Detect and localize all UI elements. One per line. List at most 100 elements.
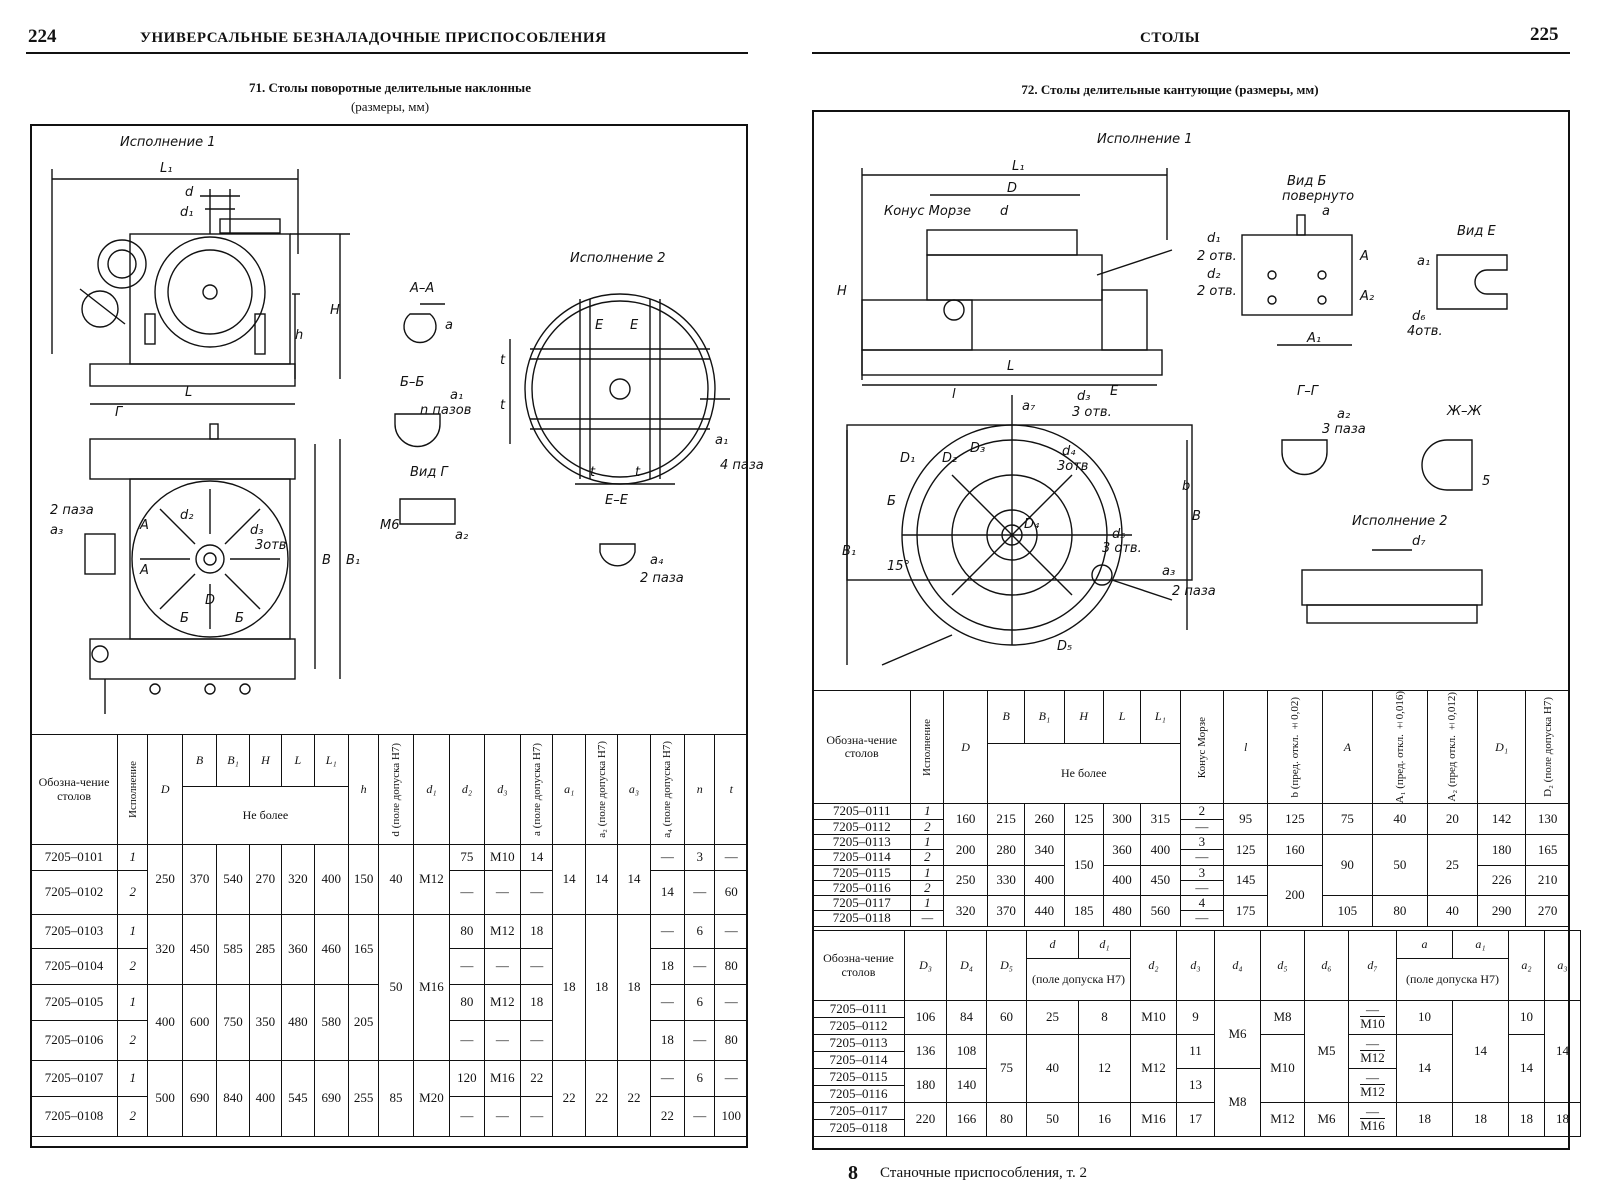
table-row-name: 7205–0112 <box>811 818 912 835</box>
cell-a: 18 <box>1396 1102 1453 1137</box>
right-drawing: Исполнение 1 L₁ D Конус Морзе d H L Вид … <box>837 132 1508 666</box>
label-r-L1: L₁ <box>1012 159 1024 174</box>
cell-a2: 10 <box>1508 1000 1545 1035</box>
table-row-name: 7205–0117 <box>812 1102 905 1120</box>
cell-L1: 460 <box>313 914 349 985</box>
label-r-B: B <box>1192 509 1201 524</box>
table-row-name: 7205–0116 <box>811 879 912 897</box>
label-r-sec-zz: Ж–Ж <box>1446 404 1483 419</box>
cell-t: 80 <box>714 948 748 985</box>
th-r2-d3: d₃ <box>1176 930 1215 1001</box>
label-r-l: l <box>952 387 956 402</box>
cell-b: 200 <box>1267 864 1323 927</box>
cell-var: 1 <box>117 914 149 949</box>
cell-B1: 840 <box>216 1060 250 1137</box>
left-header-rule <box>26 52 748 54</box>
cell-d3: M10 <box>483 844 522 871</box>
cell-t: — <box>714 844 748 871</box>
th-r2-d7: d₇ <box>1348 930 1397 1001</box>
label-r-D4: D₄ <box>1024 517 1040 532</box>
cell-a1: 18 <box>552 914 586 1061</box>
cell-D2: 165 <box>1525 833 1570 866</box>
left-running-head: УНИВЕРСАЛЬНЫЕ БЕЗНАЛАДОЧНЫЕ ПРИСПОСОБЛЕН… <box>140 30 607 46</box>
cell-D5: 60 <box>986 1000 1027 1035</box>
th-r-b: b (пред. откл. ±0,02) <box>1288 696 1301 798</box>
table-row-name: 7205–0118 <box>811 910 912 927</box>
th-r-l: l <box>1223 689 1269 805</box>
cell-d1: 16 <box>1078 1102 1131 1137</box>
cell-l: 95 <box>1223 803 1269 835</box>
cell-L: 320 <box>281 844 315 915</box>
cell-n: 6 <box>684 1060 716 1097</box>
label-L1: L₁ <box>160 161 172 176</box>
table-row-name: 7205–0103 <box>29 914 119 949</box>
d7-val: M12 <box>1360 1084 1385 1100</box>
th-r2-D4: D₄ <box>946 930 987 1001</box>
th-r-A1: A₁ (пред. откл. ±0,016) <box>1393 691 1406 804</box>
label-M6: M6 <box>380 518 400 533</box>
cell-A2: 20 <box>1426 803 1479 835</box>
cell-H: 350 <box>248 984 283 1061</box>
d7-val: M12 <box>1360 1050 1385 1066</box>
cell-n: 3 <box>684 844 716 871</box>
label-B1: B₁ <box>346 553 360 568</box>
label-variant1: Исполнение 1 <box>120 135 215 150</box>
label-t4: t <box>635 465 641 480</box>
cell-var: 1 <box>910 833 945 851</box>
table-row-name: 7205–0106 <box>29 1020 119 1061</box>
cell-a: — <box>520 1020 554 1061</box>
th-r-not-more: Не более <box>987 742 1181 805</box>
th-t: t <box>714 734 748 845</box>
cell-B: 370 <box>987 895 1026 927</box>
cell-d5: M12 <box>1260 1102 1305 1137</box>
table-row-name: 7205–0102 <box>29 870 119 915</box>
label-r-a: a <box>1322 204 1330 219</box>
cell-a3: 22 <box>617 1060 651 1137</box>
label-r-D2: D₂ <box>942 451 957 466</box>
cell-d2: M10 <box>1130 1000 1177 1035</box>
th-not-more: Не более <box>181 786 349 845</box>
cell-L: 400 <box>1102 864 1142 897</box>
label-B-sec2: Б <box>235 611 244 626</box>
table-row-name: 7205–0115 <box>812 1068 905 1086</box>
label-G: Г <box>115 405 124 420</box>
cell-d2: — <box>449 1096 485 1137</box>
label-r-three-holes: 3 отв. <box>1072 405 1112 420</box>
cell-a: 18 <box>520 984 554 1021</box>
table-row-name: 7205–0113 <box>811 833 912 851</box>
th-r2-a: a <box>1396 930 1453 959</box>
label-B: B <box>322 553 331 568</box>
cell-d1: 12 <box>1078 1034 1131 1103</box>
label-r-d6: d₆ <box>1412 309 1425 324</box>
cell-a: — <box>520 948 554 985</box>
cell-L: 360 <box>281 914 315 985</box>
label-d1: d₁ <box>180 205 193 220</box>
cell-a: 18 <box>520 914 554 949</box>
cell-D1: 142 <box>1477 803 1527 835</box>
cell-var: 2 <box>117 870 149 915</box>
cell-D3: 106 <box>904 1000 947 1035</box>
label-a: a <box>445 318 453 333</box>
cell-l: 175 <box>1223 895 1269 927</box>
th-r2-D5: D₅ <box>986 930 1027 1001</box>
cell-a: — <box>520 870 554 915</box>
label-r-three-holes-b: 3отв <box>1057 459 1088 474</box>
th-r-D: D <box>943 689 989 805</box>
d7-dash: — <box>1360 1105 1385 1120</box>
cell-n: 6 <box>684 984 716 1021</box>
cell-d6: M6 <box>1304 1102 1349 1137</box>
cell-D3: 220 <box>904 1102 947 1137</box>
label-r-rotated: повернуто <box>1282 189 1354 204</box>
th-r-D1: D₁ <box>1477 689 1527 805</box>
cell-A: 90 <box>1321 833 1374 897</box>
th-r-B1: B₁ <box>1024 690 1065 744</box>
cell-a3: 18 <box>1544 1102 1581 1137</box>
cell-D1: 180 <box>1477 833 1527 866</box>
label-r-D1: D₁ <box>900 451 915 466</box>
table-row-name: 7205–0104 <box>29 948 119 985</box>
cell-t: 80 <box>714 1020 748 1061</box>
cell-morse: — <box>1179 910 1225 927</box>
label-a1-v2: a₁ <box>715 433 728 448</box>
label-d2: d₂ <box>180 508 193 523</box>
label-d: d <box>185 185 194 200</box>
